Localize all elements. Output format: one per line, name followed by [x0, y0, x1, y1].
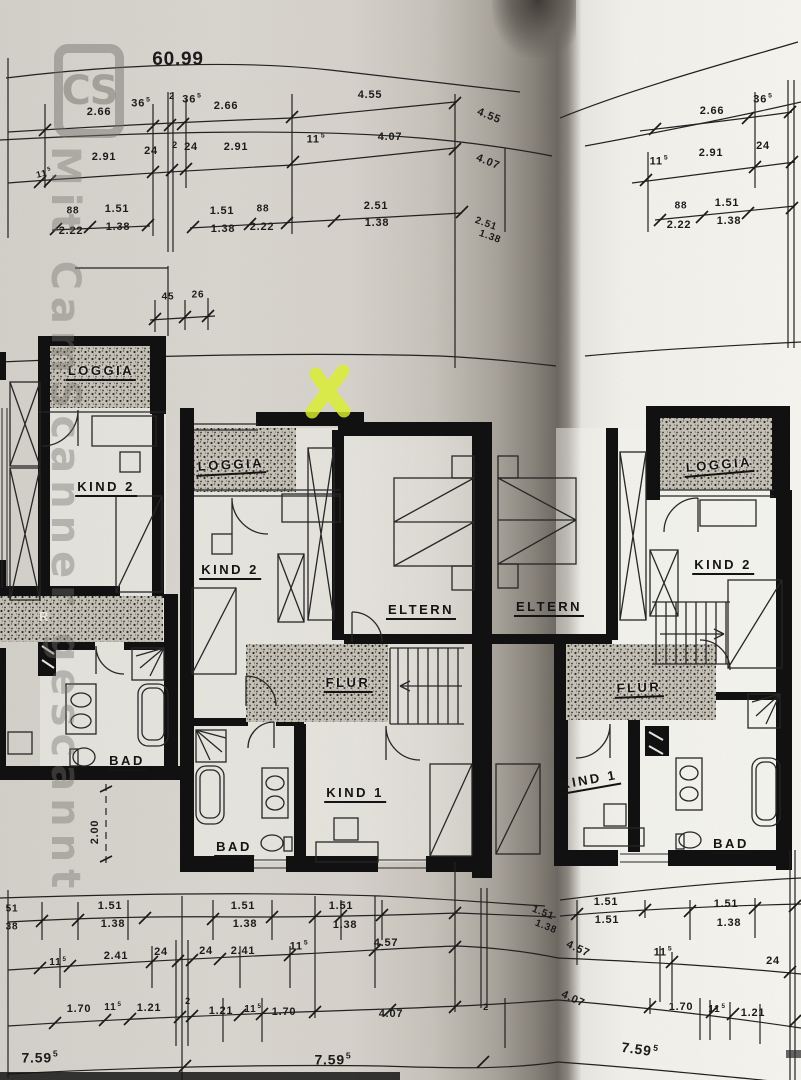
paper-grain [0, 0, 801, 1080]
floorplan-drawing [0, 0, 801, 1080]
